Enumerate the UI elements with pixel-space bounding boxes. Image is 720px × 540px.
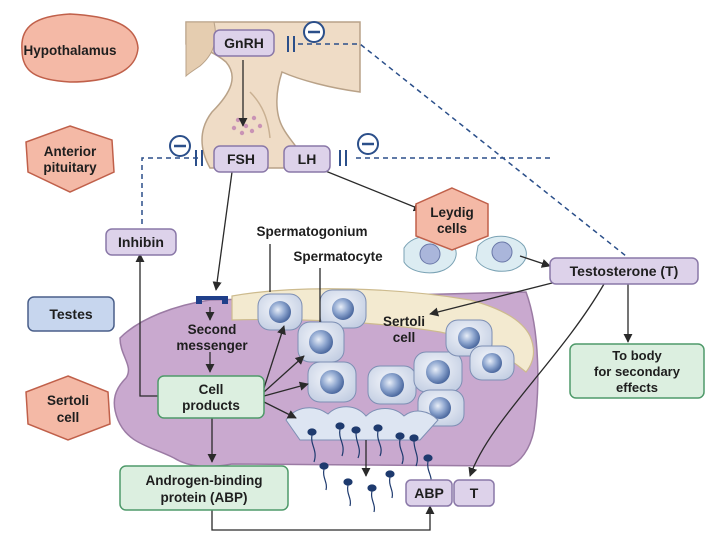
arrow-abp-to-lumen — [211, 505, 435, 531]
arrow-cell-products-to-spermatocyte — [263, 355, 305, 393]
region-label-leydig: Leydig cells — [415, 187, 489, 251]
region-label-anterior-pituitary: Anterior pituitary — [25, 125, 115, 193]
region-label-hypothalamus: Hypothalamus — [21, 13, 139, 83]
testes-label: Testes — [49, 306, 93, 322]
spermatogenic-cells — [257, 289, 515, 427]
inhibin-label: Inhibin — [118, 234, 164, 250]
anterior-pituitary-label-line1: Anterior — [44, 144, 97, 159]
fsh-receptor — [196, 296, 228, 304]
germ-cell — [319, 289, 367, 329]
testosterone-box: Testosterone (T) — [549, 257, 699, 285]
secondary-label-line3: effects — [616, 380, 658, 395]
arrow-cell-products-to-spermatogonium — [263, 325, 286, 389]
inhibin-box: Inhibin — [105, 228, 177, 256]
pathway-arrows — [135, 60, 633, 531]
spermatogonium-label: Spermatogonium — [256, 224, 367, 239]
secondary-label-line2: for secondary — [594, 364, 681, 379]
spermatids-and-sperm — [285, 406, 439, 513]
gnrh-box: GnRH — [213, 29, 275, 57]
germ-cell — [307, 361, 357, 403]
inhibit-icon-gnrh — [303, 21, 325, 43]
germ-cell — [257, 293, 303, 331]
cell-products-label-line1: Cell — [199, 382, 224, 397]
inhibit-icon-fsh — [169, 135, 191, 157]
arrow-testosterone-to-t — [468, 283, 605, 477]
anterior-pituitary-label-line2: pituitary — [43, 160, 97, 175]
spermatocyte-label: Spermatocyte — [293, 249, 383, 264]
sertoli-inner-label-line2: cell — [393, 330, 416, 345]
germ-cell — [367, 365, 417, 405]
fsh-label: FSH — [227, 151, 255, 167]
testosterone-label: Testosterone (T) — [570, 263, 679, 279]
feedback-testosterone-to-gnrh — [298, 43, 627, 257]
second-messenger-label-line2: messenger — [176, 338, 248, 353]
feedback-block-bars — [195, 36, 347, 166]
germ-cell — [413, 351, 463, 393]
androgen-binding-protein-box: Androgen-binding protein (ABP) — [119, 465, 289, 511]
fsh-box: FSH — [213, 145, 269, 173]
arrow-fsh-to-receptor — [212, 171, 233, 291]
t-lumen-box: T — [453, 479, 495, 507]
lh-label: LH — [298, 151, 317, 167]
abp-full-label-line1: Androgen-binding — [146, 473, 263, 488]
gnrh-label: GnRH — [224, 35, 264, 51]
sperm-cells — [307, 422, 433, 513]
inhibit-icon-lh — [357, 133, 379, 155]
neurosecretory-granules — [231, 115, 263, 136]
cell-products-label-line2: products — [182, 398, 240, 413]
tubule-lumen — [231, 288, 535, 373]
abp-lumen-box: ABP — [405, 479, 453, 507]
testes-box: Testes — [27, 296, 115, 332]
leydig-label-line2: cells — [437, 221, 467, 236]
secondary-effects-box: To body for secondary effects — [569, 343, 705, 399]
hypothalamus-pituitary-anatomy — [185, 21, 361, 169]
abp-label: ABP — [414, 485, 444, 501]
arrow-cell-products-to-cells — [263, 381, 309, 397]
second-messenger-label-line1: Second — [188, 322, 237, 337]
feedback-inhibin-to-fsh — [141, 157, 198, 228]
arrow-cell-products-to-inhibin — [135, 253, 158, 397]
leydig-cells-illustration — [403, 235, 527, 274]
inhibition-icons — [169, 21, 379, 157]
sertoli-cell-label-line2: cell — [57, 410, 80, 425]
lh-box: LH — [283, 145, 331, 173]
arrow-leydig-to-testosterone — [519, 255, 551, 268]
abp-full-label-line2: protein (ABP) — [161, 490, 248, 505]
cell-products-box: Cell products — [157, 375, 265, 419]
arrow-testosterone-to-sertoli — [429, 281, 557, 317]
arrow-cell-products-to-spermatids — [263, 401, 297, 419]
t-label: T — [470, 485, 479, 501]
negative-feedback-lines — [141, 43, 627, 257]
secondary-label-line1: To body — [612, 348, 662, 363]
hypothalamus-label: Hypothalamus — [23, 43, 116, 58]
germ-cell — [469, 345, 515, 381]
arrow-lh-to-leydig — [317, 167, 423, 212]
leydig-label-line1: Leydig — [430, 205, 474, 220]
sertoli-cell-label-line1: Sertoli — [47, 393, 89, 408]
germ-cell — [297, 321, 345, 363]
sertoli-inner-label-line1: Sertoli — [383, 314, 425, 329]
region-label-sertoli-cell: Sertoli cell — [25, 375, 111, 441]
